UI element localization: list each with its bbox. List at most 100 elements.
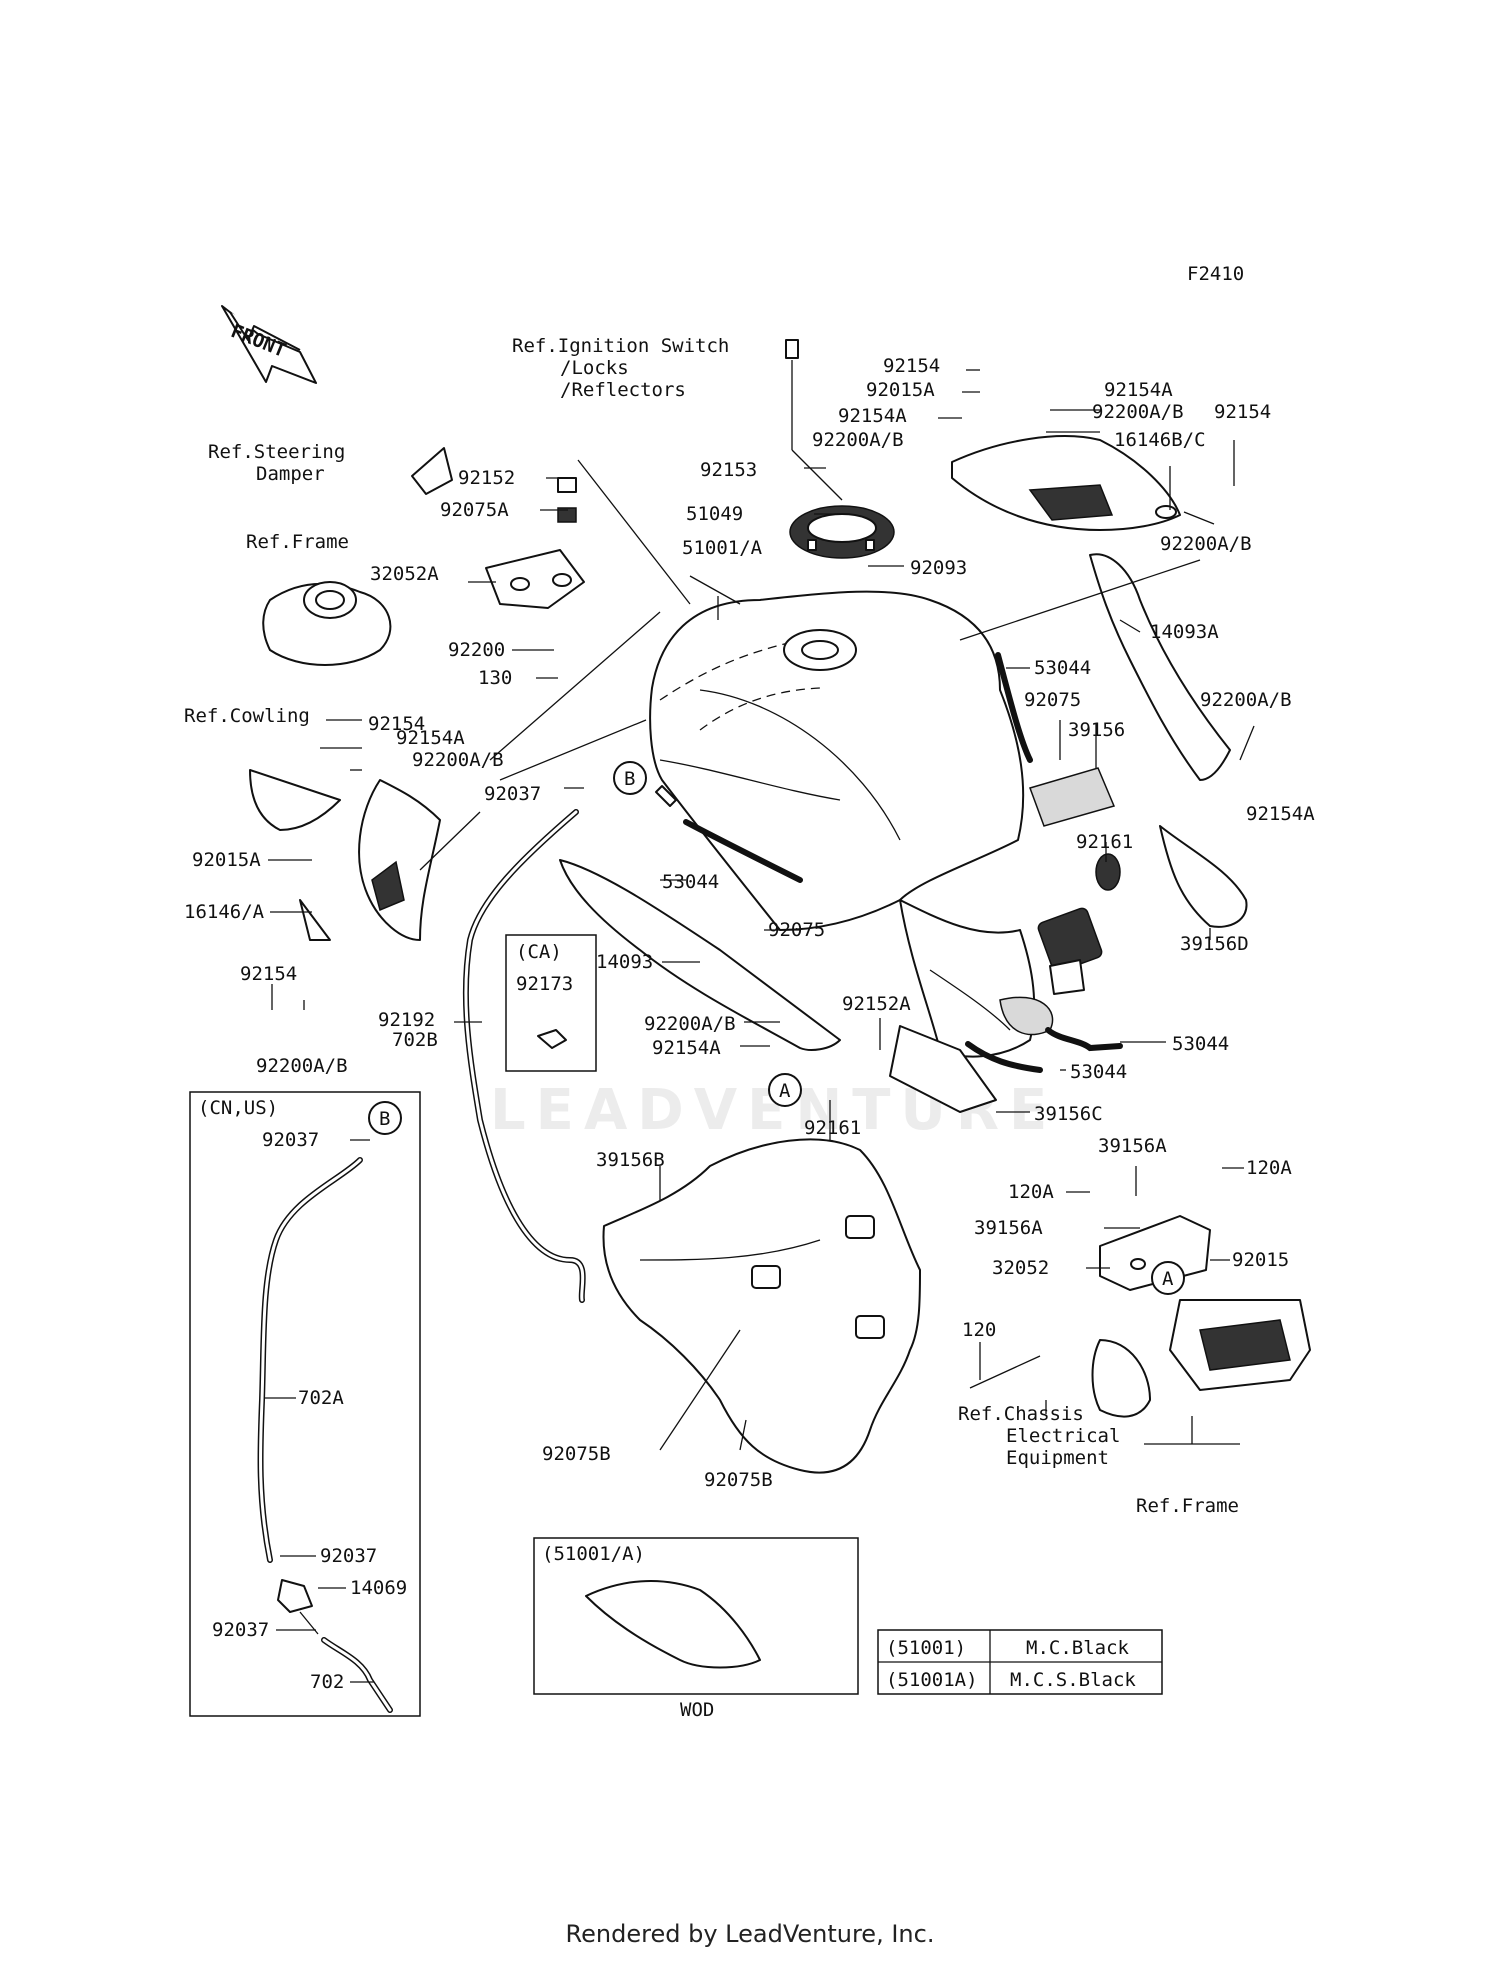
part-label: 16146/A	[184, 901, 265, 923]
ref-steering-label-1: Ref.Steering	[208, 441, 345, 463]
part-label: 39156C	[1034, 1103, 1103, 1125]
part-label: 92154A	[1246, 803, 1315, 825]
bolt-120-icon	[969, 1355, 1041, 1389]
damper-39156D	[1159, 825, 1248, 928]
cn-us-box-label: (CN,US)	[198, 1097, 278, 1119]
part-label: 92037	[484, 783, 541, 805]
part-label: 92037	[320, 1545, 377, 1567]
clip-92173-icon	[537, 1029, 567, 1049]
part-label: 32052	[992, 1257, 1049, 1279]
part-label: 702B	[392, 1029, 438, 1051]
figure-code: F2410	[1187, 263, 1244, 285]
tank-variant-label: (51001/A)	[542, 1543, 645, 1565]
part-label: 120A	[1246, 1157, 1292, 1179]
ref-chassis-label-3: Equipment	[1006, 1447, 1109, 1469]
part-label: 14093	[596, 951, 653, 973]
part-label: 92037	[262, 1129, 319, 1151]
cn-us-variant-box	[189, 1091, 421, 1717]
ref-frame-part-bottom	[1091, 1299, 1311, 1418]
fuel-cap-ring	[789, 505, 895, 559]
part-label: 120A	[1008, 1181, 1054, 1203]
rubber-strip-53044-b	[683, 819, 803, 883]
part-label: 92015	[1232, 1249, 1289, 1271]
part-label: 92154	[883, 355, 940, 377]
part-label: 92152A	[842, 993, 911, 1015]
part-label: 92093	[910, 557, 967, 579]
part-label: 92200A/B	[412, 749, 504, 771]
grommet-92161-icon	[1095, 853, 1121, 891]
hose-702A	[257, 1157, 363, 1563]
filter-14069	[277, 1579, 319, 1635]
part-label: 51001/A	[682, 537, 763, 559]
ref-cowling-label: Ref.Cowling	[184, 705, 310, 727]
part-label: 92154	[368, 713, 425, 735]
rubber-strip-53044-d	[965, 1041, 1043, 1073]
part-label: 92075	[768, 919, 825, 941]
ref-chassis-label-1: Ref.Chassis	[958, 1403, 1084, 1425]
part-label: 130	[478, 667, 512, 689]
ref-frame-part-top	[262, 581, 392, 666]
part-label: 51049	[686, 503, 743, 525]
ref-ignition-label-3: /Reflectors	[560, 379, 686, 401]
part-label: 92200A/B	[812, 429, 904, 451]
color-table-part: (51001A)	[886, 1669, 978, 1691]
color-table-color: M.C.S.Black	[1010, 1669, 1136, 1691]
side-cover-strip-right	[1089, 553, 1231, 781]
part-label: 92200	[448, 639, 505, 661]
part-label: 92200A/B	[644, 1013, 736, 1035]
steering-bracket-32052A	[485, 477, 585, 609]
callout-a2-circle	[1151, 1261, 1185, 1295]
part-label: 92075	[1024, 689, 1081, 711]
part-label: 92192	[378, 1009, 435, 1031]
part-label: 53044	[1172, 1033, 1229, 1055]
side-cover-left	[299, 779, 441, 941]
part-label: 92154A	[838, 405, 907, 427]
ref-ignition-label-2: /Locks	[560, 357, 629, 379]
part-label: 92200A/B	[1092, 401, 1184, 423]
part-label: 92015A	[192, 849, 261, 871]
side-cover-upper-right	[951, 435, 1181, 531]
tank-variant-icon	[585, 1580, 761, 1669]
part-label: 92075B	[542, 1443, 611, 1465]
part-label: 92037	[212, 1619, 269, 1641]
ref-ignition-label-1: Ref.Ignition Switch	[512, 335, 729, 357]
damper-39156C	[889, 1025, 997, 1113]
part-label: 53044	[1070, 1061, 1127, 1083]
ref-steering-damper-part	[411, 447, 453, 495]
callout-b1-label: B	[624, 768, 635, 790]
ca-variant-box	[505, 934, 597, 1072]
part-label: 92161	[1076, 831, 1133, 853]
part-label: 92152	[458, 467, 515, 489]
part-label: 39156A	[1098, 1135, 1167, 1157]
part-label: 39156	[1068, 719, 1125, 741]
part-label: 14093A	[1150, 621, 1219, 643]
part-label: 39156A	[974, 1217, 1043, 1239]
ref-frame-top-label: Ref.Frame	[246, 531, 349, 553]
part-label: 92200A/B	[1200, 689, 1292, 711]
rubber-strip-53044	[995, 652, 1033, 763]
callout-a2-label: A	[1162, 1268, 1174, 1290]
callout-b2-circle	[368, 1101, 402, 1135]
part-label: 92173	[516, 973, 573, 995]
ref-steering-label-2: Damper	[256, 463, 325, 485]
rubber-strip-53044-c	[1045, 1027, 1123, 1052]
part-label: 120	[962, 1319, 996, 1341]
part-label: 92154	[1214, 401, 1271, 423]
damper-39156	[1029, 767, 1116, 827]
ref-cowling-part	[249, 769, 341, 831]
labels: F2410 Ref.Ignition Switch /Locks /Reflec…	[184, 263, 1315, 1721]
part-label: 702	[310, 1671, 344, 1693]
color-table-part: (51001)	[886, 1637, 966, 1659]
part-label: 702A	[298, 1387, 344, 1409]
tank-variant-box	[533, 1537, 859, 1695]
side-cover-strip-left	[559, 859, 841, 1051]
callout-b1-circle	[613, 761, 647, 795]
part-label: 92200A/B	[256, 1055, 348, 1077]
callout-a1-circle	[768, 1073, 802, 1107]
callout-b2-label: B	[379, 1108, 390, 1130]
ref-chassis-label-2: Electrical	[1006, 1425, 1120, 1447]
part-label: 39156B	[596, 1149, 665, 1171]
part-label: 92075A	[440, 499, 509, 521]
part-label: 92015A	[866, 379, 935, 401]
